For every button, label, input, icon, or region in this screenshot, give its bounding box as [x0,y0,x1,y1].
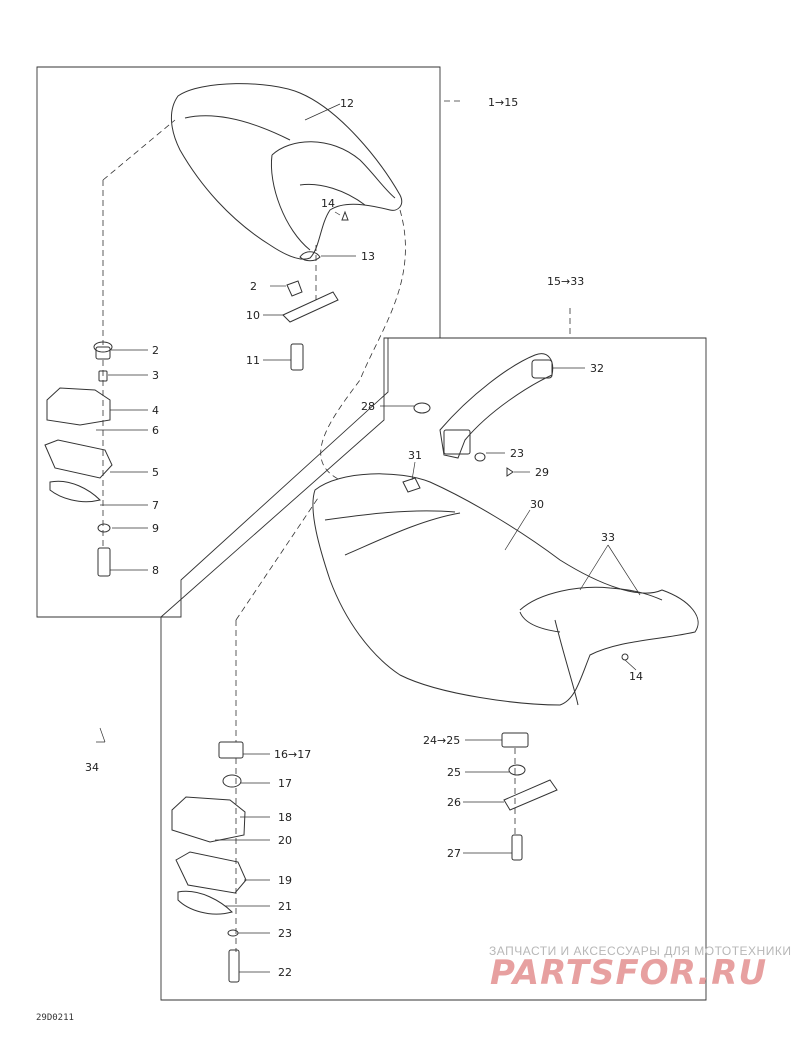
callout-4: 4 [152,404,159,417]
callout-19: 19 [278,874,292,887]
callout-16-17: 16→17 [274,748,311,761]
callout-25: 25 [447,766,461,779]
callout-26: 26 [447,796,461,809]
upper-latch-parts [44,341,113,577]
lower-group-frame [160,337,707,1001]
clip-31 [402,477,421,493]
callout-22: 22 [278,966,292,979]
callout-28: 28 [361,400,375,413]
callout-13: 13 [361,250,375,263]
fastener-14-lower [621,653,629,661]
callout-7: 7 [152,499,159,512]
callout-9: 9 [152,522,159,535]
callout-3: 3 [152,369,159,382]
callout-20: 20 [278,834,292,847]
callout-27: 27 [447,847,461,860]
callout-31: 31 [408,449,422,462]
callout-11: 11 [246,354,260,367]
callout-10: 10 [246,309,260,322]
callout-8: 8 [152,564,159,577]
callout-24-25: 24→25 [423,734,460,747]
callout-2-upper-bracket: 2 [250,280,257,293]
callout-17: 17 [278,777,292,790]
screw-29 [506,467,514,477]
callout-5: 5 [152,466,159,479]
fastener-13 [299,251,321,262]
figure-code: 29D0211 [36,1013,74,1023]
callout-15-33: 15→33 [547,275,584,288]
callout-21: 21 [278,900,292,913]
callout-23-lower: 23 [278,927,292,940]
grab-handle-outline [439,353,554,459]
passenger-seat-outline [171,83,403,260]
callout-18: 18 [278,811,292,824]
washer-23 [474,452,486,462]
callout-29: 29 [535,466,549,479]
right-bracket-parts [501,732,558,861]
callout-32: 32 [590,362,604,375]
watermark-logo: PARTSFOR.RU [490,953,768,993]
callout-12: 12 [340,97,354,110]
callout-14-upper: 14 [321,197,335,210]
upper-group-frame [36,66,441,618]
callout-14-lower: 14 [629,670,643,683]
fastener-14-upper [341,210,349,221]
callout-33: 33 [601,531,615,544]
lower-latch-parts [171,741,247,983]
callout-30: 30 [530,498,544,511]
grommet-28 [413,402,431,414]
watermark-tagline: ЗАПЧАСТИ И АКСЕССУАРЫ ДЛЯ МОТОТЕХНИКИ [489,944,792,958]
upper-bracket-parts [282,280,339,371]
assembly-lines [102,100,571,952]
callout-labels: 1→15 12 14 13 2 10 11 2 3 4 6 5 7 9 8 15… [85,96,643,979]
callout-2: 2 [152,344,159,357]
callout-34: 34 [85,761,99,774]
leader-lines [96,103,641,973]
callout-23-upper: 23 [510,447,524,460]
callout-6: 6 [152,424,159,437]
rider-seat-outline [312,473,699,706]
callout-1-15: 1→15 [488,96,518,109]
